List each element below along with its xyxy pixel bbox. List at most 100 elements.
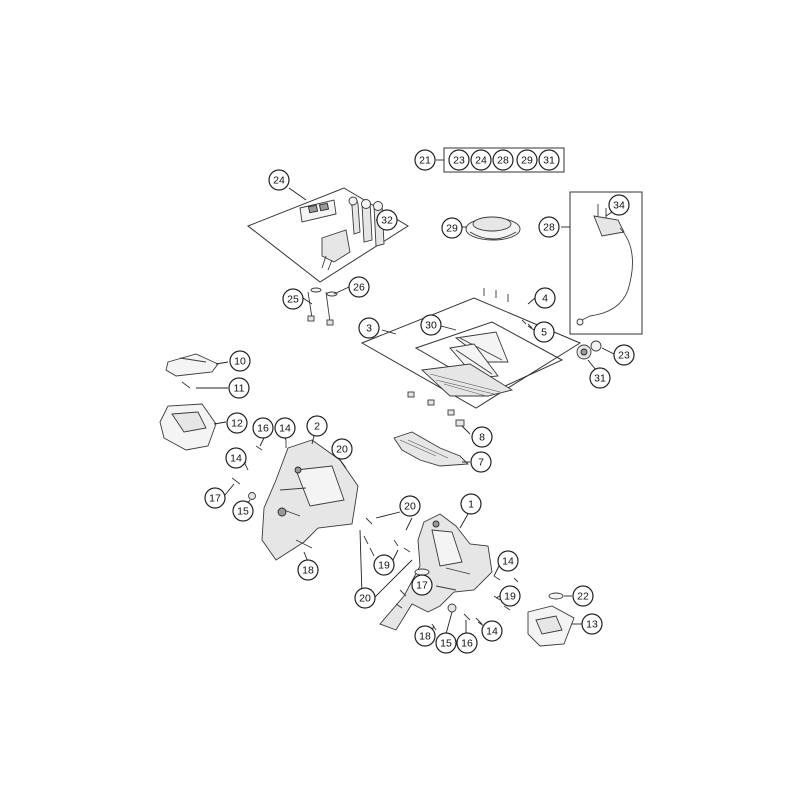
leader-20c-1 (359, 529, 363, 597)
callout-31: 31 (589, 367, 611, 389)
pin-11 (181, 381, 191, 389)
callout-number: 17 (416, 580, 428, 592)
reflector-group (527, 592, 584, 647)
callout-18: 18 (414, 625, 436, 647)
callout-circle (225, 447, 247, 469)
callout-number: 10 (234, 356, 246, 368)
callout-30: 30 (420, 314, 442, 336)
callout-23: 23 (613, 344, 635, 366)
callout-number: 8 (479, 432, 485, 444)
callout-number: 18 (302, 565, 314, 577)
fuel-cap-rim (469, 231, 517, 240)
callout-number: 19 (504, 591, 516, 603)
callout-34: 34 (608, 194, 630, 216)
callout-13: 13 (581, 613, 603, 635)
leader-3 (381, 329, 397, 335)
callout-18: 18 (297, 559, 319, 581)
callout-number: 2 (314, 421, 320, 433)
callout-number: 28 (497, 155, 509, 167)
leader-4 (527, 297, 536, 305)
callout-circle (228, 377, 250, 399)
leader-14d (477, 621, 485, 627)
leader-34 (605, 211, 613, 217)
callout-14: 14 (225, 447, 247, 469)
nut-15a (248, 492, 256, 500)
callout-circle (441, 217, 463, 239)
callout-circle (354, 587, 376, 609)
callout-circle (516, 149, 538, 171)
callout-circle (282, 288, 304, 310)
callout-circle (348, 276, 370, 298)
fuel-sensor-head (593, 215, 625, 237)
callout-circle (581, 613, 603, 635)
callout-circle (204, 487, 226, 509)
cover-10 (165, 353, 219, 377)
fender-left-hole (294, 466, 302, 474)
bolts-25-26-group (302, 286, 350, 326)
callout-15: 15 (232, 500, 254, 522)
callout-circle (373, 554, 395, 576)
fasteners-right-group (431, 563, 519, 635)
grommet-3 (447, 409, 455, 416)
callout-number: 16 (257, 423, 269, 435)
bolt-25b-head (326, 319, 334, 326)
fender-right-panel (431, 529, 463, 567)
callout-number: 17 (209, 493, 221, 505)
leader-15b (445, 611, 453, 635)
callout-circle (331, 438, 353, 460)
leader-2 (311, 435, 315, 445)
callout-number: 15 (237, 506, 249, 518)
part-8 (455, 419, 465, 427)
callout-circle (533, 321, 555, 343)
callout-24: 24 (268, 169, 290, 191)
callout-number: 20 (336, 444, 348, 456)
callout-circle (226, 412, 248, 434)
fuel-sensor-wire (581, 227, 633, 321)
leader-26 (333, 286, 350, 295)
fuel-cap-group (462, 216, 521, 241)
callout-circle (297, 559, 319, 581)
fender-right (379, 513, 493, 631)
tank-cover-panel (420, 363, 514, 397)
callout-20: 20 (354, 587, 376, 609)
callout-circle (420, 314, 442, 336)
callout-10: 10 (229, 350, 251, 372)
screw-17a (231, 477, 241, 485)
callout-circle (435, 632, 457, 654)
trim-strip-2-line (455, 349, 493, 375)
callout-28: 28 (492, 149, 514, 171)
ignition-lock-stem (321, 255, 333, 271)
callout-circle (448, 149, 470, 171)
fuel-cap-top (472, 216, 512, 232)
leader-1 (459, 513, 469, 529)
callout-14: 14 (274, 417, 296, 439)
washer-26b (326, 291, 338, 297)
leader-31 (587, 359, 597, 371)
callout-circle (252, 417, 274, 439)
fasteners-middle-group (359, 511, 430, 609)
leader-20b-2 (405, 517, 413, 531)
trim-strip-1-line (459, 337, 503, 361)
callout-circle (492, 149, 514, 171)
callout-circle (268, 169, 290, 191)
leader-12 (213, 421, 227, 425)
callout-19: 19 (499, 585, 521, 607)
callout-number: 28 (543, 222, 555, 234)
callout-circle (470, 451, 492, 473)
callout-2: 2 (306, 415, 328, 437)
connector-group (576, 340, 615, 371)
screws-20c (395, 589, 407, 609)
callout-circle (306, 415, 328, 437)
pin-11-group (181, 381, 228, 389)
callout-17: 17 (204, 487, 226, 509)
tank-cover-panel-hatch (429, 373, 501, 397)
callout-number: 20 (404, 501, 416, 513)
callout-number: 20 (359, 593, 371, 605)
callout-number: 24 (475, 155, 487, 167)
screws-20b (363, 517, 375, 557)
bracket-7-hatch (399, 439, 449, 459)
nut-15b (447, 603, 457, 613)
callout-19: 19 (373, 554, 395, 576)
fender-left-panel (295, 465, 345, 507)
